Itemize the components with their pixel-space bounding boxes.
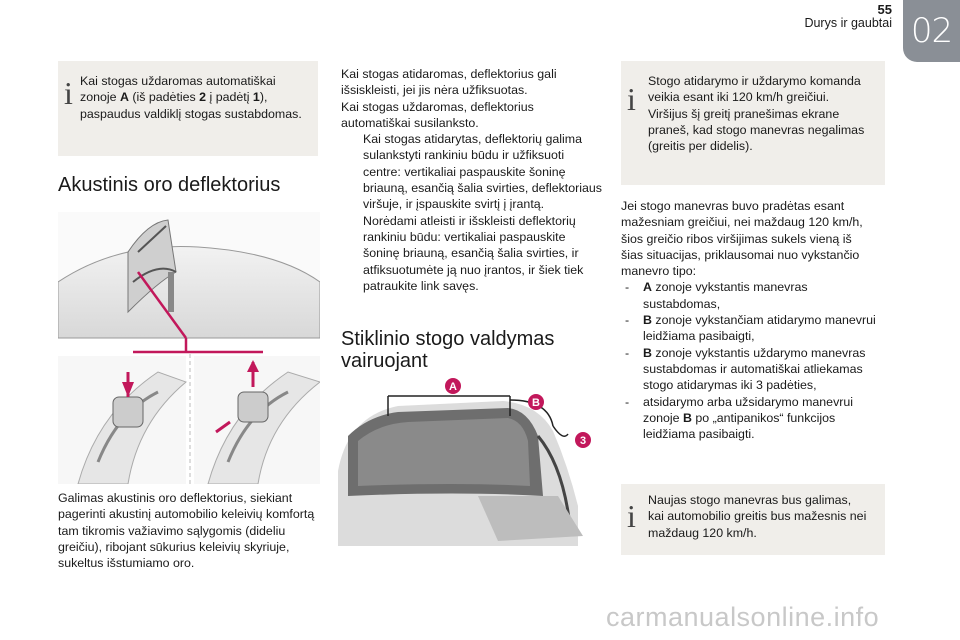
deflector-steps: Kai stogas atidarytas, deflektorių galim… bbox=[341, 131, 611, 294]
info-text: Naujas stogo manevras bus galimas, kai a… bbox=[648, 493, 867, 540]
info-text: Kai stogas uždaromas automatiškai zonoje… bbox=[80, 73, 316, 122]
deflector-intro: Kai stogas atidaromas, deflektorius gali… bbox=[341, 66, 611, 294]
zone-a-label: A bbox=[449, 381, 457, 393]
zone-a-marker bbox=[445, 378, 461, 394]
info-line: zonoje A (iš padėties 2 į padėtį 1), bbox=[80, 90, 268, 105]
deflector-illustration bbox=[58, 212, 320, 484]
info-line: paspaudus valdiklį stogas sustabdomas. bbox=[80, 106, 302, 121]
page-number: 55 bbox=[877, 2, 892, 17]
section-heading-deflector: Akustinis oro deflektorius bbox=[58, 174, 281, 196]
info-line: Kai stogas uždaromas automatiškai bbox=[80, 74, 276, 88]
list-item: -B zonoje vykstančiam atidarymo manevrui… bbox=[625, 313, 876, 344]
deflector-description: Galimas akustinis oro deflektorius, siek… bbox=[58, 491, 315, 571]
chapter-number: 02 bbox=[910, 11, 953, 51]
info-box-auto-close: i Kai stogas uždaromas automatiškai zono… bbox=[58, 61, 318, 156]
speed-exceed-text: Jei stogo manevras buvo pradėtas esant m… bbox=[621, 198, 891, 442]
info-icon: i bbox=[627, 498, 636, 534]
chapter-title: Durys ir gaubtai bbox=[804, 16, 892, 30]
info-box-new-manoeuvre: i Naujas stogo manevras bus galimas, kai… bbox=[621, 484, 885, 555]
list-item: Kai stogas atidarytas, deflektorių galim… bbox=[363, 132, 602, 212]
info-box-speed-limit: i Stogo atidarymo ir uždarymo komanda ve… bbox=[621, 61, 885, 185]
info-text: Stogo atidarymo ir uždarymo komanda veik… bbox=[648, 74, 865, 154]
roof-zone-diagram: A B 3 bbox=[338, 378, 591, 546]
position-3-label: 3 bbox=[580, 435, 586, 447]
watermark: carmanualsonline.info bbox=[606, 602, 880, 632]
section-heading-roof-control: Stiklinio stogo valdymas vairuojant bbox=[341, 328, 555, 372]
list-item: Norėdami atleisti ir išskleisti deflekto… bbox=[363, 213, 584, 293]
zone-b-label: B bbox=[532, 397, 540, 409]
chapter-tab: 02 bbox=[903, 0, 960, 62]
info-icon: i bbox=[627, 81, 636, 117]
position-3-marker bbox=[575, 432, 591, 448]
info-icon: i bbox=[64, 75, 73, 111]
zone-b-marker bbox=[528, 394, 544, 410]
